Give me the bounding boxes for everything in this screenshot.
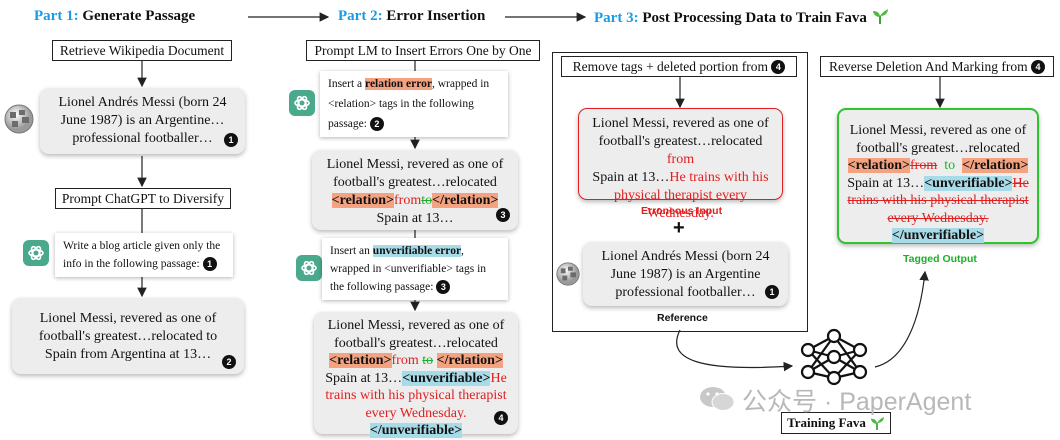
step-badge-2: 2: [222, 355, 236, 369]
reference-card: Lionel Andrés Messi (born 24 June 1987) …: [583, 242, 788, 306]
neural-net-icon: [800, 328, 868, 386]
unverifiable-error-prompt: Insert an unverifiable error, wrapped in…: [322, 238, 508, 300]
wiki-passage-card: Lionel Andrés Messi (born 24 June 1987) …: [40, 88, 245, 154]
header-part3: Part 3: Post Processing Data to Train Fa…: [594, 8, 889, 27]
reverse-deletion-box: Reverse Deletion And Marking from 4: [820, 56, 1054, 77]
insert-errors-box: Prompt LM to Insert Errors One by One: [306, 40, 540, 61]
relation-error-prompt: Insert a relation error, wrapped in <rel…: [320, 71, 508, 137]
header-part2: Part 2: Error Insertion: [338, 8, 486, 24]
blog-output-card: Lionel Messi, revered as one of football…: [12, 298, 244, 374]
chatgpt-icon-3: [296, 255, 322, 281]
remove-tags-box: Remove tags + deleted portion from 4: [561, 56, 797, 77]
relation-tagged-card: Lionel Messi, revered as one of football…: [312, 150, 518, 230]
curve-to-tagged: [874, 270, 929, 368]
chatgpt-icon-2: [289, 90, 315, 116]
tagged-output-card: Lionel Messi, revered as one of football…: [837, 108, 1039, 244]
erroneous-input-card: Lionel Messi, revered as one of football…: [578, 108, 783, 221]
wikipedia-globe-icon: [4, 104, 34, 134]
unverifiable-tagged-card: Lionel Messi, revered as one of football…: [314, 312, 518, 438]
wechat-icon: [700, 387, 735, 411]
diversify-prompt-card: Write a blog article given only the info…: [55, 233, 233, 277]
erroneous-input-caption: Erroneous Input: [641, 205, 723, 217]
sprout-icon-2: [870, 416, 884, 430]
chatgpt-icon: [23, 240, 49, 266]
step-badge-1b: 1: [202, 257, 217, 272]
tagged-output-caption: Tagged Output: [903, 253, 977, 265]
plus-sign: +: [673, 217, 685, 239]
step-badge-4b: 4: [771, 59, 786, 74]
curve-to-training: [676, 329, 794, 372]
wikipedia-globe-icon-2: [556, 262, 580, 286]
erroneous-input-frame: [552, 52, 808, 332]
reference-caption: Reference: [657, 312, 708, 324]
prompt-chatgpt-diversify-box: Prompt ChatGPT to Diversify: [55, 188, 231, 209]
header-part1: Part 1: Generate Passage: [34, 8, 196, 24]
step-badge-3b: 3: [436, 280, 451, 295]
sprout-icon: [872, 9, 888, 24]
retrieve-wikipedia-box: Retrieve Wikipedia Document: [52, 40, 232, 61]
step-badge-1: 1: [224, 133, 238, 147]
step-badge-4c: 4: [1031, 59, 1046, 74]
step-badge-3: 3: [496, 208, 510, 222]
step-badge-4: 4: [494, 411, 508, 425]
step-badge-2b: 2: [369, 117, 384, 132]
step-badge-1c: 1: [765, 285, 779, 299]
training-fava-box: Training Fava: [781, 412, 891, 434]
watermark-text: 公众号 · PaperAgent: [742, 388, 972, 416]
